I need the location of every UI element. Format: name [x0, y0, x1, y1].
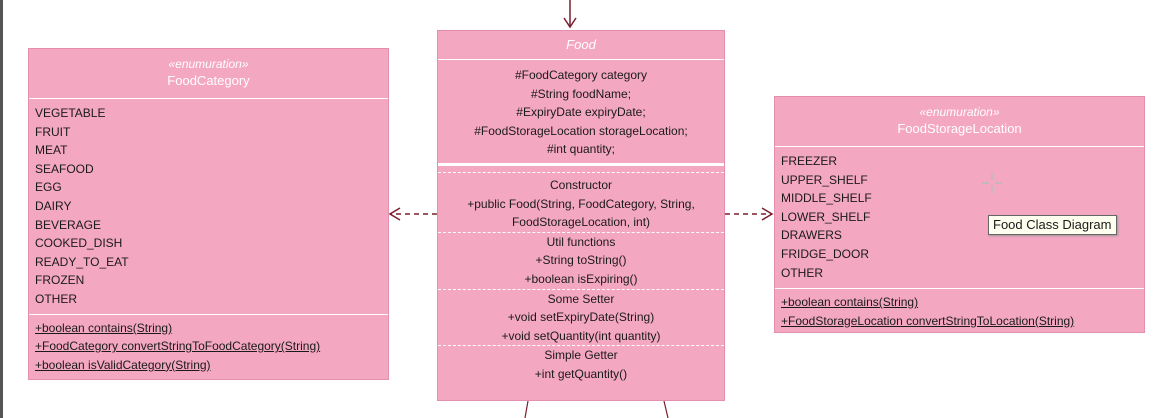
- attribute: #String foodName;: [530, 86, 632, 101]
- food-class[interactable]: Food #FoodCategory category #String food…: [437, 30, 725, 401]
- method: +boolean contains(String): [781, 295, 919, 310]
- attribute-list: #FoodCategory category #String foodName;…: [438, 60, 724, 166]
- incoming-arrowhead: [563, 17, 577, 29]
- operation: +boolean isExpiring(): [524, 271, 638, 286]
- operation-group: Constructor +public Food(String, FoodCat…: [438, 171, 724, 232]
- stereotype-label: «enumuration»: [168, 57, 249, 71]
- enum-value: FRIDGE_DOOR: [781, 246, 870, 261]
- method-list: +boolean contains(String) +FoodCategory …: [29, 315, 388, 379]
- attribute: #FoodStorageLocation storageLocation;: [474, 123, 688, 138]
- bottom-connector-right: [663, 400, 669, 418]
- enum-value: OTHER: [781, 265, 823, 280]
- enum-value: DAIRY: [35, 198, 72, 213]
- operation: +void setQuantity(int quantity): [501, 328, 661, 343]
- enum-value: SEAFOOD: [35, 161, 94, 176]
- bottom-connector-left: [524, 400, 529, 418]
- method: +FoodCategory convertStringToFoodCategor…: [35, 339, 321, 354]
- group-label: Util functions: [546, 234, 616, 249]
- method: +boolean isValidCategory(String): [35, 357, 211, 372]
- method-list: +boolean contains(String) +FoodStorageLo…: [775, 289, 1144, 334]
- enum-value: MEAT: [35, 143, 68, 158]
- enum-values: VEGETABLE FRUIT MEAT SEAFOOD EGG DAIRY B…: [29, 99, 388, 315]
- dependency-food-storage-location-arrowhead: [761, 207, 774, 221]
- enum-value: LOWER_SHELF: [781, 209, 871, 224]
- group-label: Constructor: [549, 177, 613, 192]
- operation-group: Simple Getter +int getQuantity(): [438, 345, 724, 383]
- enum-values: FREEZER UPPER_SHELF MIDDLE_SHELF LOWER_S…: [775, 147, 1144, 290]
- enum-value: VEGETABLE: [35, 106, 106, 120]
- diagram-tooltip: Food Class Diagram: [988, 215, 1117, 235]
- enum-value: MIDDLE_SHELF: [781, 191, 872, 206]
- attribute: #ExpiryDate expiryDate;: [516, 105, 646, 120]
- operation: +public Food(String, FoodCategory, Strin…: [467, 196, 695, 211]
- class-name: FoodStorageLocation: [897, 121, 1022, 136]
- class-header: «enumuration» FoodStorageLocation: [775, 97, 1144, 147]
- operation: +String toString(): [535, 253, 627, 268]
- enum-value: EGG: [35, 180, 62, 195]
- operation: FoodStorageLocation, int): [511, 215, 651, 230]
- class-name: FoodCategory: [167, 73, 250, 88]
- enum-value: COOKED_DISH: [35, 236, 123, 251]
- operation-group: Some Setter +void setExpiryDate(String) …: [438, 288, 724, 346]
- enum-value: FROZEN: [35, 273, 85, 288]
- group-label: Some Setter: [547, 291, 615, 306]
- operation-group: Util functions +String toString() +boole…: [438, 231, 724, 289]
- stereotype-label: «enumuration»: [919, 105, 1000, 119]
- attribute: #FoodCategory category: [514, 68, 648, 82]
- enum-value: DRAWERS: [781, 228, 842, 243]
- operation-list: Constructor +public Food(String, FoodCat…: [438, 166, 724, 384]
- dependency-food-category-arrowhead: [388, 207, 401, 221]
- food-category-class[interactable]: «enumuration» FoodCategory VEGETABLE FRU…: [28, 48, 389, 380]
- group-label: Simple Getter: [544, 348, 618, 363]
- class-header: «enumuration» FoodCategory: [29, 49, 388, 99]
- enum-value: OTHER: [35, 291, 77, 306]
- attribute: #int quantity;: [546, 142, 616, 157]
- crosshair-cursor-icon: [982, 173, 1002, 193]
- enum-value: FREEZER: [781, 154, 838, 168]
- operation: +void setExpiryDate(String): [507, 310, 655, 325]
- class-header: Food: [438, 31, 724, 60]
- enum-value: FRUIT: [35, 124, 71, 139]
- method: +boolean contains(String): [35, 320, 173, 335]
- method: +FoodStorageLocation convertStringToLoca…: [781, 313, 1075, 328]
- food-storage-location-class[interactable]: «enumuration» FoodStorageLocation FREEZE…: [774, 96, 1145, 333]
- operation: +int getQuantity(): [534, 366, 628, 381]
- enum-value: READY_TO_EAT: [35, 254, 129, 269]
- enum-value: UPPER_SHELF: [781, 172, 868, 187]
- class-name: Food: [566, 37, 596, 52]
- enum-value: BEVERAGE: [35, 217, 102, 232]
